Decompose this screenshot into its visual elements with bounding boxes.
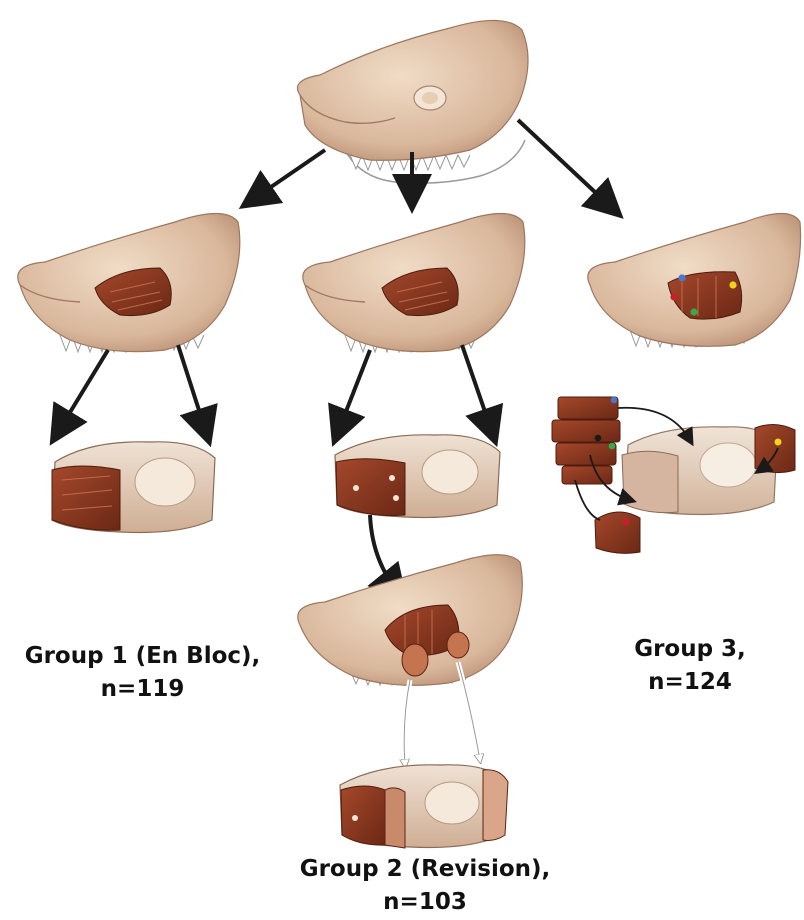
red-dot-icon [670, 293, 677, 300]
group-2-arrows [338, 345, 492, 432]
group-3-sampled-tongue [588, 214, 801, 348]
group-1-arrows [58, 345, 206, 432]
group-2-final-specimen [340, 765, 508, 848]
group-2-label: Group 2 (Revision), n=103 [280, 853, 570, 919]
arrow-right [178, 345, 206, 432]
group-3-count: n=124 [615, 666, 765, 699]
group-3-specimen [552, 397, 795, 554]
arrow-right [462, 345, 492, 432]
arrow-left [338, 350, 370, 432]
group-2-revision-tongue [298, 555, 523, 686]
group-1-count: n=119 [10, 673, 275, 706]
revision-margin-right [447, 632, 469, 658]
group-1-label: Group 1 (En Bloc), n=119 [10, 640, 275, 706]
group-1-specimen [52, 442, 215, 533]
group-3-title: Group 3, [615, 633, 765, 666]
revision-margin-left [402, 644, 428, 676]
group-3-label: Group 3, n=124 [615, 633, 765, 699]
group-1-resected-tongue [18, 214, 240, 353]
group-2-specimen [335, 435, 500, 518]
yellow-dot-icon [729, 281, 736, 288]
arrow-to-group-3 [518, 120, 612, 208]
group-2-resected-tongue [303, 214, 525, 353]
margin-slab-stack [552, 397, 620, 484]
green-dot-icon [690, 308, 697, 315]
group-2-title: Group 2 (Revision), [280, 853, 570, 886]
blue-dot-icon [678, 274, 685, 281]
group-2-count: n=103 [280, 886, 570, 919]
group-1-title: Group 1 (En Bloc), [10, 640, 275, 673]
arrow-to-group-1 [252, 150, 325, 200]
margin-piece-red [595, 512, 640, 553]
margin-piece-yellow [755, 424, 795, 472]
arrow-left [58, 350, 108, 432]
